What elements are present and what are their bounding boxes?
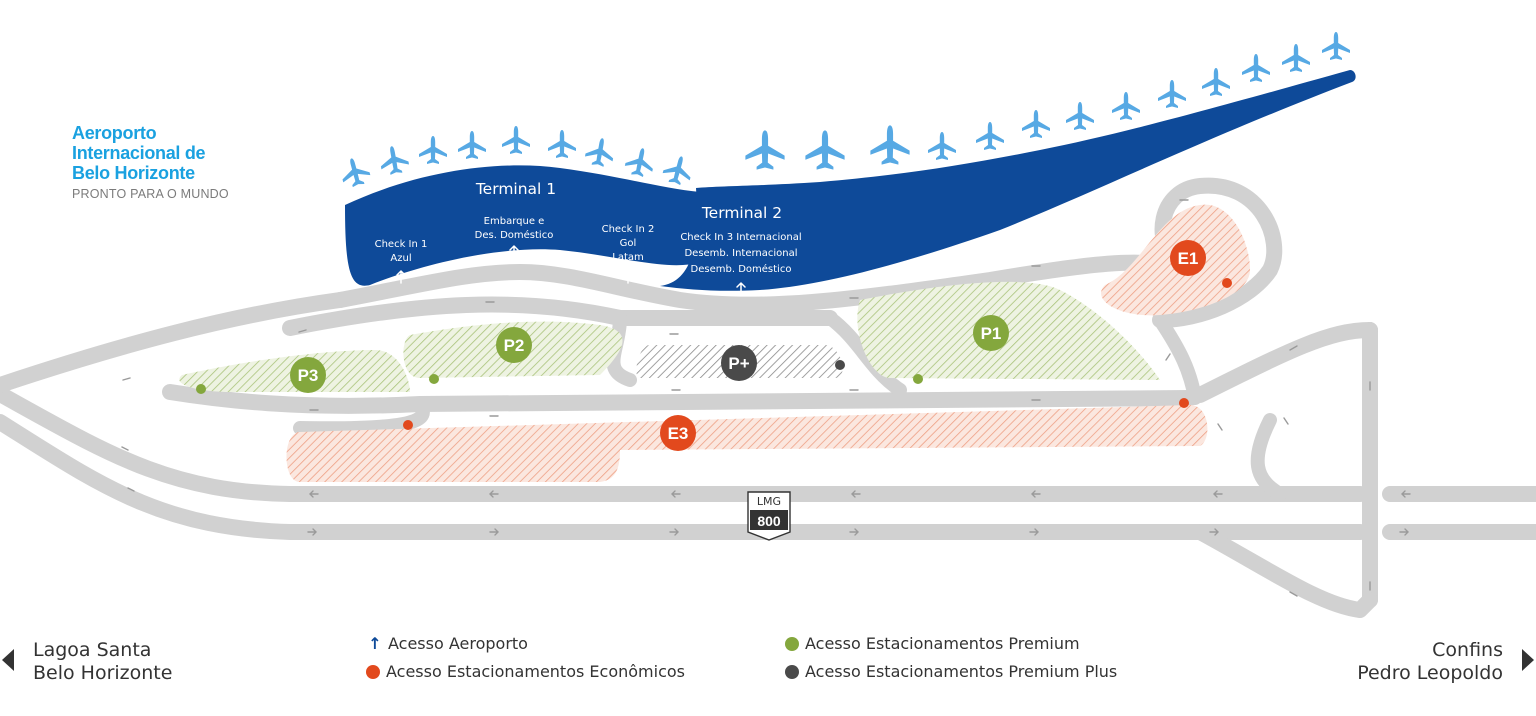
highway-shield-name: LMG: [757, 495, 781, 508]
triangle-left-icon[interactable]: [2, 649, 14, 671]
premium-dot-icon: [785, 637, 799, 651]
access-label-checkin1-line1: Check In 1: [375, 239, 428, 250]
access-label-embarque-line2: Des. Doméstico: [475, 229, 554, 241]
airplane-icon: [1112, 92, 1140, 120]
legend-premium-label: Acesso Estacionamentos Premium: [805, 634, 1080, 653]
airplane-icon: [1022, 110, 1050, 138]
legend-premium-plus-label: Acesso Estacionamentos Premium Plus: [805, 662, 1118, 681]
airplane-icon: [377, 143, 411, 177]
economico-access-dot: [1179, 398, 1189, 408]
road-network: [0, 177, 1536, 618]
legend-premium: Acesso Estacionamentos Premium: [785, 634, 1080, 654]
airplane-icon: [337, 154, 373, 190]
p2-badge-label: P2: [504, 336, 525, 355]
access-label-checkin1-line2: Azul: [390, 253, 411, 264]
arrow-up-icon: ↑: [368, 634, 382, 653]
brand-tagline: PRONTO PARA O MUNDO: [72, 187, 229, 201]
premium-access-dot: [429, 374, 439, 384]
economico-access-dot: [403, 420, 413, 430]
destination-left-line1: Lagoa Santa: [33, 639, 152, 661]
airplane-icon: [419, 136, 447, 164]
arrow-up-icon: [509, 244, 519, 259]
destination-right-line1: Confins: [1432, 639, 1503, 661]
access-label-checkin3-line2: Desemb. Internacional: [684, 248, 797, 259]
airplane-icon: [660, 152, 696, 188]
airplane-icon: [928, 132, 956, 160]
brand-line-3: Belo Horizonte: [72, 163, 195, 183]
airplane-icon: [745, 130, 785, 170]
airplane-icon: [1202, 68, 1230, 96]
parking-e3-area: [286, 405, 1208, 482]
arrow-up-icon: [623, 269, 633, 284]
arrow-up-icon: [736, 281, 746, 296]
airplane-icon: [458, 131, 486, 159]
airplane-icon: [548, 130, 576, 158]
access-arrows: [396, 244, 746, 296]
destination-right-line2: Pedro Leopoldo: [1357, 662, 1503, 684]
arrow-up-icon: [396, 269, 406, 284]
highway-shield-number: 800: [757, 513, 781, 529]
terminal-2-label: Terminal 2: [701, 204, 782, 222]
airplane-icon: [1158, 80, 1186, 108]
legend-aeroporto-label: Acesso Aeroporto: [388, 634, 528, 653]
airplane-icon: [583, 135, 617, 169]
brand-line-1: Aeroporto: [72, 123, 157, 143]
access-label-checkin2-line2: Gol: [620, 238, 637, 249]
p2-badge[interactable]: [496, 327, 532, 363]
brand-line-2: Internacional de: [72, 143, 206, 163]
highway-shield: LMG 800: [747, 491, 791, 541]
access-label-checkin2-line1: Check In 2: [602, 224, 655, 235]
airplane-icon: [870, 125, 910, 165]
legend-premium-plus: Acesso Estacionamentos Premium Plus: [785, 662, 1117, 682]
e3-badge-label: E3: [668, 424, 689, 443]
parking-access-dots: [196, 278, 1232, 430]
premium-plus-dot-icon: [785, 665, 799, 679]
premium-plus-access-dot: [835, 360, 845, 370]
airplane-icon: [502, 126, 530, 154]
terminal-2-building: [660, 70, 1356, 291]
airplane-icon: [1242, 54, 1270, 82]
terminal-1-label: Terminal 1: [475, 180, 556, 198]
premium-access-dot: [196, 384, 206, 394]
airplane-icon: [1322, 32, 1350, 60]
terminal-1-building: [345, 165, 700, 286]
access-label-checkin3-line3: Desemb. Doméstico: [691, 263, 792, 275]
airplane-icon: [976, 122, 1004, 150]
e1-badge-label: E1: [1178, 249, 1199, 268]
pplus-badge-label: P+: [728, 354, 749, 373]
road-arrows: [121, 199, 1411, 597]
legend-economicos: Acesso Estacionamentos Econômicos: [366, 662, 685, 682]
e1-badge[interactable]: [1170, 240, 1206, 276]
access-label-embarque-line1: Embarque e: [484, 216, 545, 227]
legend-aeroporto: ↑ Acesso Aeroporto: [368, 634, 528, 654]
triangle-right-icon[interactable]: [1522, 649, 1534, 671]
p1-badge-label: P1: [981, 324, 1002, 343]
access-label-checkin3-line1: Check In 3 Internacional: [680, 232, 801, 243]
destination-left: Lagoa Santa Belo Horizonte: [33, 639, 172, 685]
airplane-icon: [1282, 44, 1310, 72]
economico-access-dot: [1222, 278, 1232, 288]
destination-left-line2: Belo Horizonte: [33, 662, 173, 684]
access-label-checkin2-line3: Latam: [612, 252, 644, 263]
e3-badge[interactable]: [660, 415, 696, 451]
premium-access-dot: [913, 374, 923, 384]
legend-economicos-label: Acesso Estacionamentos Econômicos: [386, 662, 685, 681]
pplus-badge[interactable]: [721, 345, 757, 381]
destination-right: Confins Pedro Leopoldo: [1357, 639, 1503, 685]
airplane-icon: [1066, 102, 1094, 130]
airport-brand: Aeroporto Internacional de Belo Horizont…: [72, 123, 229, 201]
p3-badge[interactable]: [290, 357, 326, 393]
economico-dot-icon: [366, 665, 380, 679]
p3-badge-label: P3: [298, 366, 319, 385]
airplane-icon: [623, 145, 657, 179]
airplane-icons: [337, 32, 1350, 190]
p1-badge[interactable]: [973, 315, 1009, 351]
airplane-icon: [805, 130, 845, 170]
